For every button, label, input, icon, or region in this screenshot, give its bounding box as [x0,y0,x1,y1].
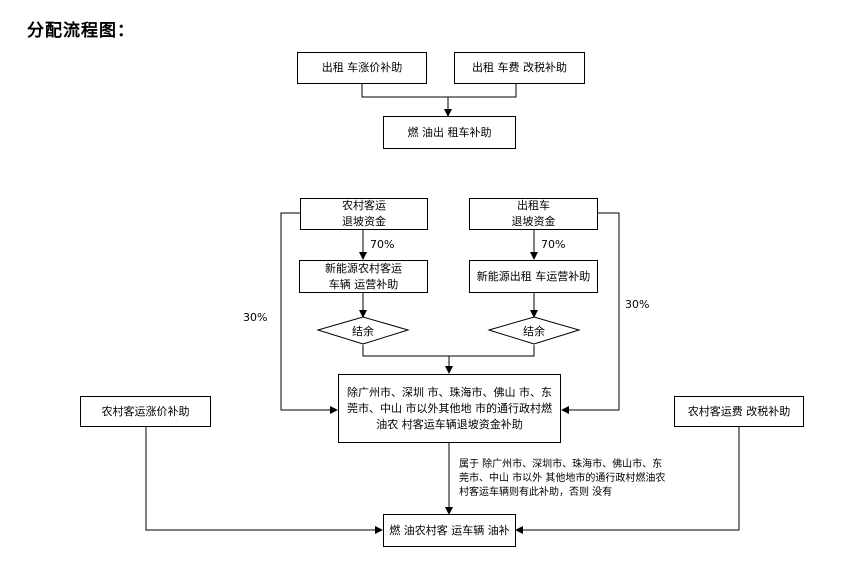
taxi-fee-tax-subsidy-box: 出租 车费 改税补助 [454,52,585,84]
taxi-nev-subsidy-box: 新能源出租 车运营补助 [469,260,598,293]
center-box-line1: 除广州市、深圳 市、珠海市、佛山 市、东 [347,385,552,399]
taxi-nev-subsidy-label: 新能源出租 车运营补助 [476,269,591,283]
condition-note: 属于 除广州市、深圳市、珠海市、佛山市、东 莞市、中山 市以外 其他地市的通行政… [459,458,665,500]
taxi-fee-tax-subsidy-label: 出租 车费 改税补助 [472,61,567,74]
note-line1: 属于 除广州市、深圳市、珠海市、佛山市、东 [459,459,663,470]
rural-refund-line2: 退坡资金 [342,215,386,228]
arrow [515,427,740,534]
arrow [145,427,383,534]
arrow-30-right [561,212,620,414]
rural-price-subsidy-box: 农村客运涨价补助 [80,396,211,427]
connector [449,345,535,357]
arrow-30-left [280,212,338,414]
pct-70-left-label: 70% [370,238,395,251]
rural-nev-line1: 新能源农村客运 [325,261,402,275]
rural-refund-box: 农村客运 退坡资金 [300,198,428,230]
connector [448,84,517,98]
page-title: 分配流程图： [27,21,135,41]
taxi-price-subsidy-label: 出租 车涨价补助 [321,61,403,74]
taxi-price-subsidy-box: 出租 车涨价补助 [297,52,427,84]
rural-fee-tax-subsidy-box: 农村客运费 改税补助 [674,396,804,427]
balance-right-diamond [487,316,581,345]
center-refund-subsidy-box: 除广州市、深圳 市、珠海市、佛山 市、东 莞市、中山 市以外其他地 市的通行政村… [338,374,561,443]
center-box-line2: 莞市、中山 市以外其他地 市的通行政村燃 [347,401,552,415]
connector [362,345,449,357]
rural-nev-subsidy-box: 新能源农村客运 车辆 运营补助 [299,260,428,293]
balance-left-diamond [316,316,410,345]
final-fuel-subsidy-label: 燃 油农村客 运车辆 油补 [389,523,510,537]
balance-right-label: 结余 [523,325,545,338]
rural-refund-line1: 农村客运 [342,199,386,212]
pct-30-right-label: 30% [625,298,650,311]
note-line3: 村客运车辆则有此补助，否则 没有 [459,487,613,498]
connector [361,84,448,98]
center-box-line3: 油农 村客运车辆退坡资金补助 [376,417,523,431]
taxi-refund-line2: 退坡资金 [511,215,556,228]
pct-70-right-label: 70% [541,238,566,251]
fuel-taxi-subsidy-label: 燃 油出 租车补助 [407,125,492,139]
pct-30-left-label: 30% [243,311,268,324]
taxi-refund-line1: 出租车 [517,199,550,212]
final-fuel-subsidy-box: 燃 油农村客 运车辆 油补 [383,514,516,547]
fuel-taxi-subsidy-box: 燃 油出 租车补助 [383,116,516,149]
rural-nev-line2: 车辆 运营补助 [328,277,399,291]
note-line2: 莞市、中山 市以外 其他地市的通行政村燃油农 [459,473,666,484]
rural-fee-tax-subsidy-label: 农村客运费 改税补助 [687,404,791,418]
taxi-refund-box: 出租车 退坡资金 [469,198,598,230]
balance-left-label: 结余 [352,325,374,338]
rural-price-subsidy-label: 农村客运涨价补助 [101,404,190,418]
